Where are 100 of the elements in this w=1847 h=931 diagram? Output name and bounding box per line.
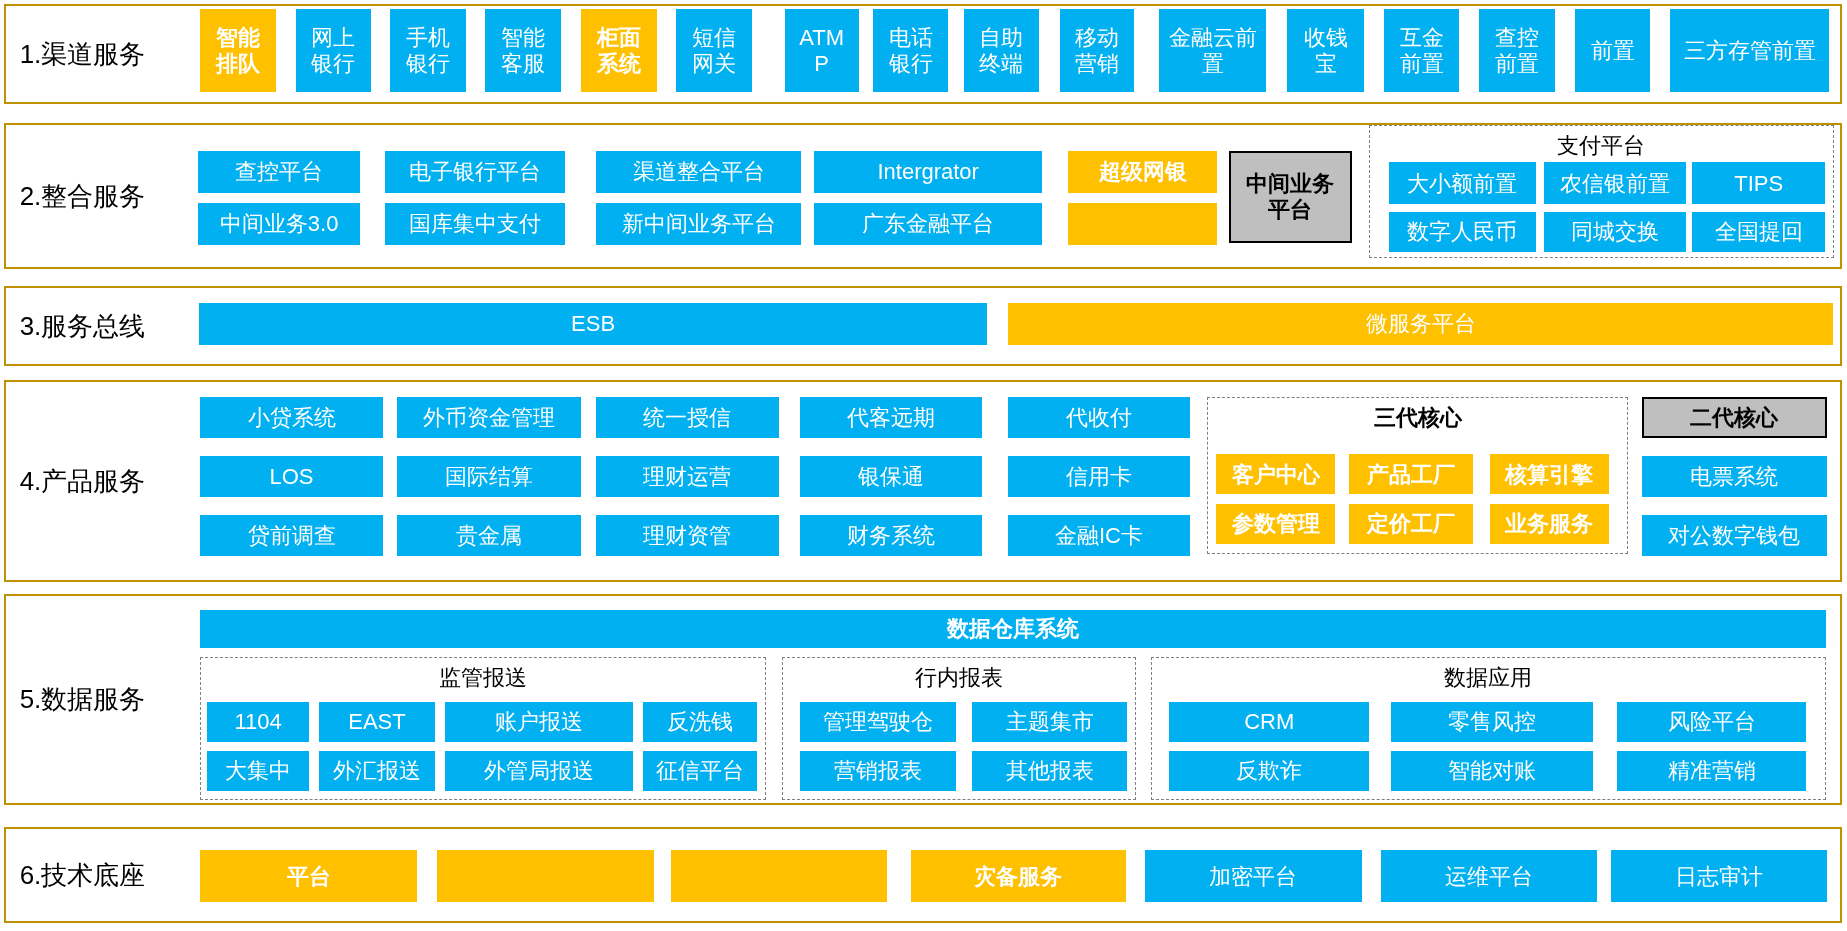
- module-box: 外管局报送: [444, 751, 634, 792]
- module-box: 电票系统: [1642, 455, 1827, 498]
- module-box: 对公数字钱包: [1642, 514, 1827, 556]
- module-box: 智能排队: [200, 9, 276, 92]
- module-box: 前置: [1574, 9, 1651, 92]
- module-box: 贷前调查: [200, 514, 383, 556]
- layer-title: 2.整合服务: [19, 179, 146, 213]
- module-box: 手机银行: [389, 9, 467, 92]
- group-frame: [782, 657, 1136, 800]
- module-box: 灾备服务: [910, 850, 1127, 903]
- module-box: Intergrator: [813, 150, 1043, 194]
- module-box: 参数管理: [1216, 503, 1336, 544]
- module-box: 三方存管前置: [1670, 9, 1830, 92]
- module-box: ESB: [199, 302, 988, 346]
- module-box: 代收付: [1008, 396, 1190, 439]
- layer-title: 4.产品服务: [19, 464, 146, 498]
- module-box: 零售风控: [1390, 701, 1594, 742]
- module-box: 新中间业务平台: [596, 202, 801, 245]
- module-box: 全国提回: [1692, 211, 1826, 252]
- layer-title: 3.服务总线: [19, 309, 146, 343]
- group-title: 数据应用: [1444, 663, 1533, 692]
- layer-title: 5.数据服务: [19, 682, 146, 716]
- module-box: 微服务平台: [1008, 302, 1833, 346]
- group-title: 支付平台: [1557, 131, 1646, 160]
- module-box: 电话银行: [872, 9, 949, 92]
- module-box: 其他报表: [972, 751, 1127, 792]
- module-box: 渠道整合平台: [596, 150, 801, 194]
- module-box: 查控平台: [197, 150, 361, 194]
- layer-title: 6.技术底座: [19, 858, 146, 892]
- module-box: 营销报表: [800, 751, 956, 792]
- module-box: 产品工厂: [1349, 454, 1474, 495]
- module-box: 数据仓库系统: [200, 610, 1826, 648]
- module-box: 国际结算: [396, 455, 581, 498]
- module-box: 数字人民币: [1389, 211, 1536, 252]
- module-box: 精准营销: [1616, 751, 1807, 792]
- module-box: 移动营销: [1060, 9, 1135, 92]
- layer-panel: [3, 3, 1843, 104]
- module-box: 收钱宝: [1287, 9, 1365, 92]
- layer-title: 1.渠道服务: [19, 37, 146, 71]
- module-box: 客户中心: [1216, 454, 1336, 495]
- module-box: 反洗钱: [642, 701, 757, 742]
- module-box: 银保通: [799, 455, 983, 498]
- module-box: 短信网关: [676, 9, 752, 92]
- module-box: 征信平台: [642, 751, 757, 792]
- group-title: 监管报送: [438, 663, 527, 692]
- module-box: 信用卡: [1008, 455, 1190, 498]
- module-box: 金融IC卡: [1008, 514, 1190, 556]
- module-box: 1104: [206, 701, 310, 742]
- module-box: [671, 850, 887, 903]
- module-box: 运维平台: [1380, 850, 1598, 903]
- module-box: 业务服务: [1489, 503, 1609, 544]
- module-box: 中间业务平台: [1228, 150, 1353, 243]
- module-box: ATMP: [784, 9, 859, 92]
- module-box: 小贷系统: [200, 396, 383, 439]
- module-box: 风险平台: [1616, 701, 1807, 742]
- module-box: 大小额前置: [1389, 162, 1536, 205]
- layer-panel: [3, 380, 1843, 582]
- module-box: 二代核心: [1642, 396, 1827, 439]
- module-box: 智能对账: [1390, 751, 1594, 792]
- module-box: 中间业务3.0: [197, 202, 361, 245]
- module-box: 主题集市: [972, 701, 1127, 742]
- module-box: [1068, 202, 1217, 245]
- module-box: 自助终端: [963, 9, 1039, 92]
- module-box: 理财资管: [596, 514, 779, 556]
- module-box: 平台: [200, 850, 417, 903]
- module-box: 理财运营: [596, 455, 779, 498]
- module-box: 大集中: [206, 751, 310, 792]
- module-box: 账户报送: [444, 701, 634, 742]
- layer-panel: [3, 122, 1843, 269]
- group-frame: [1150, 657, 1826, 800]
- module-box: 查控前置: [1479, 9, 1555, 92]
- module-box: 电子银行平台: [385, 150, 566, 194]
- group-frame: [200, 657, 766, 800]
- module-box: 国库集中支付: [385, 202, 566, 245]
- layer-panel: [3, 593, 1843, 805]
- module-box: 财务系统: [799, 514, 983, 556]
- group-frame: [1207, 396, 1628, 554]
- module-box: 农信银前置: [1543, 162, 1687, 205]
- module-box: LOS: [200, 455, 383, 498]
- group-frame: [1368, 124, 1835, 258]
- module-box: 管理驾驶仓: [800, 701, 956, 742]
- layer-panel: [3, 826, 1843, 924]
- module-box: 统一授信: [596, 396, 779, 439]
- module-box: 柜面系统: [580, 9, 658, 92]
- module-box: 定价工厂: [1349, 503, 1474, 544]
- module-box: 互金前置: [1384, 9, 1460, 92]
- module-box: 核算引擎: [1489, 454, 1609, 495]
- module-box: 外汇报送: [318, 751, 436, 792]
- module-box: 网上银行: [295, 9, 372, 92]
- module-box: 智能客服: [485, 9, 561, 92]
- group-title: 行内报表: [914, 663, 1003, 692]
- module-box: 金融云前置: [1159, 9, 1267, 92]
- module-box: 代客远期: [799, 396, 983, 439]
- module-box: 外币资金管理: [396, 396, 581, 439]
- group-title: 三代核心: [1373, 403, 1462, 432]
- module-box: [437, 850, 654, 903]
- module-box: CRM: [1169, 701, 1370, 742]
- module-box: 广东金融平台: [813, 202, 1043, 245]
- module-box: 同城交换: [1543, 211, 1687, 252]
- module-box: TIPS: [1692, 162, 1826, 205]
